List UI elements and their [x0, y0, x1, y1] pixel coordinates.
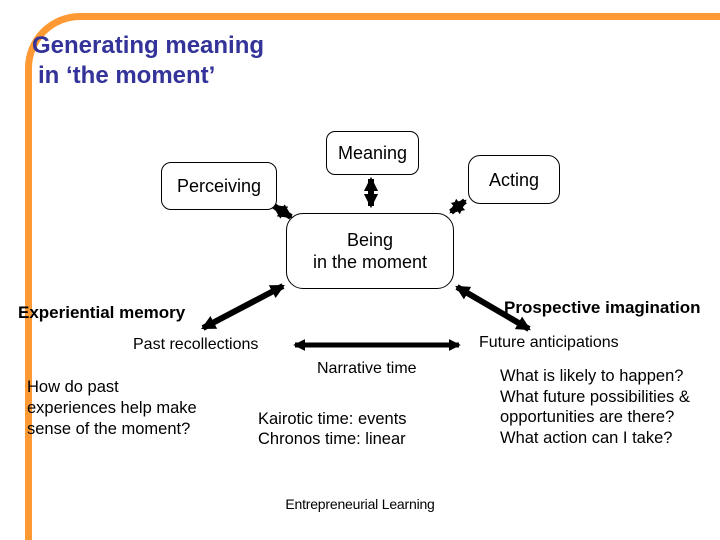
label-experiential-memory: Experiential memory: [18, 303, 186, 322]
title-line-2: in ‘the moment’: [38, 62, 216, 89]
future-question-line: What is likely to happen?: [500, 367, 684, 385]
box-perceiving: Perceiving: [161, 162, 277, 210]
box-being-label-line1: Being: [346, 230, 394, 250]
past-question-block: How do past experiences help make sense …: [27, 377, 197, 440]
arrow-being-future: [455, 284, 531, 332]
arrow-perceiving-being: [272, 203, 293, 220]
box-acting: Acting: [468, 155, 560, 204]
time-type-line: Chronos time: linear: [258, 430, 406, 448]
past-question-line: sense of the moment?: [27, 420, 191, 438]
box-being-in-the-moment: Being in the moment: [286, 213, 454, 289]
label-prospective-imagination: Prospective imagination: [504, 298, 701, 317]
label-future-anticipations: Future anticipations: [479, 334, 619, 351]
time-type-line: Kairotic time: events: [258, 410, 407, 428]
box-being-label-line2: in the moment: [312, 252, 428, 272]
label-narrative-time: Narrative time: [317, 360, 417, 377]
title-line-1: Generating meaning: [32, 32, 265, 59]
arrow-past-being: [201, 283, 285, 331]
future-question-line: opportunities are there?: [500, 408, 675, 426]
future-question-line: What future possibilities &: [500, 387, 690, 406]
future-question-line: What action can I take?: [500, 428, 673, 447]
label-past-recollections: Past recollections: [133, 336, 259, 353]
slide-title: Generating meaning in ‘the moment’: [32, 31, 332, 91]
past-question-line: experiences help make: [27, 399, 197, 417]
time-types-block: Kairotic time: events Chronos time: line…: [258, 409, 407, 449]
box-meaning: Meaning: [326, 131, 419, 175]
future-questions-block: What is likely to happen? What future po…: [500, 366, 690, 448]
box-acting-label: Acting: [488, 169, 540, 190]
box-meaning-label: Meaning: [337, 143, 408, 163]
arrow-acting-being: [449, 198, 467, 215]
past-question-line: How do past: [27, 378, 119, 396]
footer-caption: Entrepreneurial Learning: [285, 496, 435, 512]
box-perceiving-label: Perceiving: [176, 176, 262, 196]
